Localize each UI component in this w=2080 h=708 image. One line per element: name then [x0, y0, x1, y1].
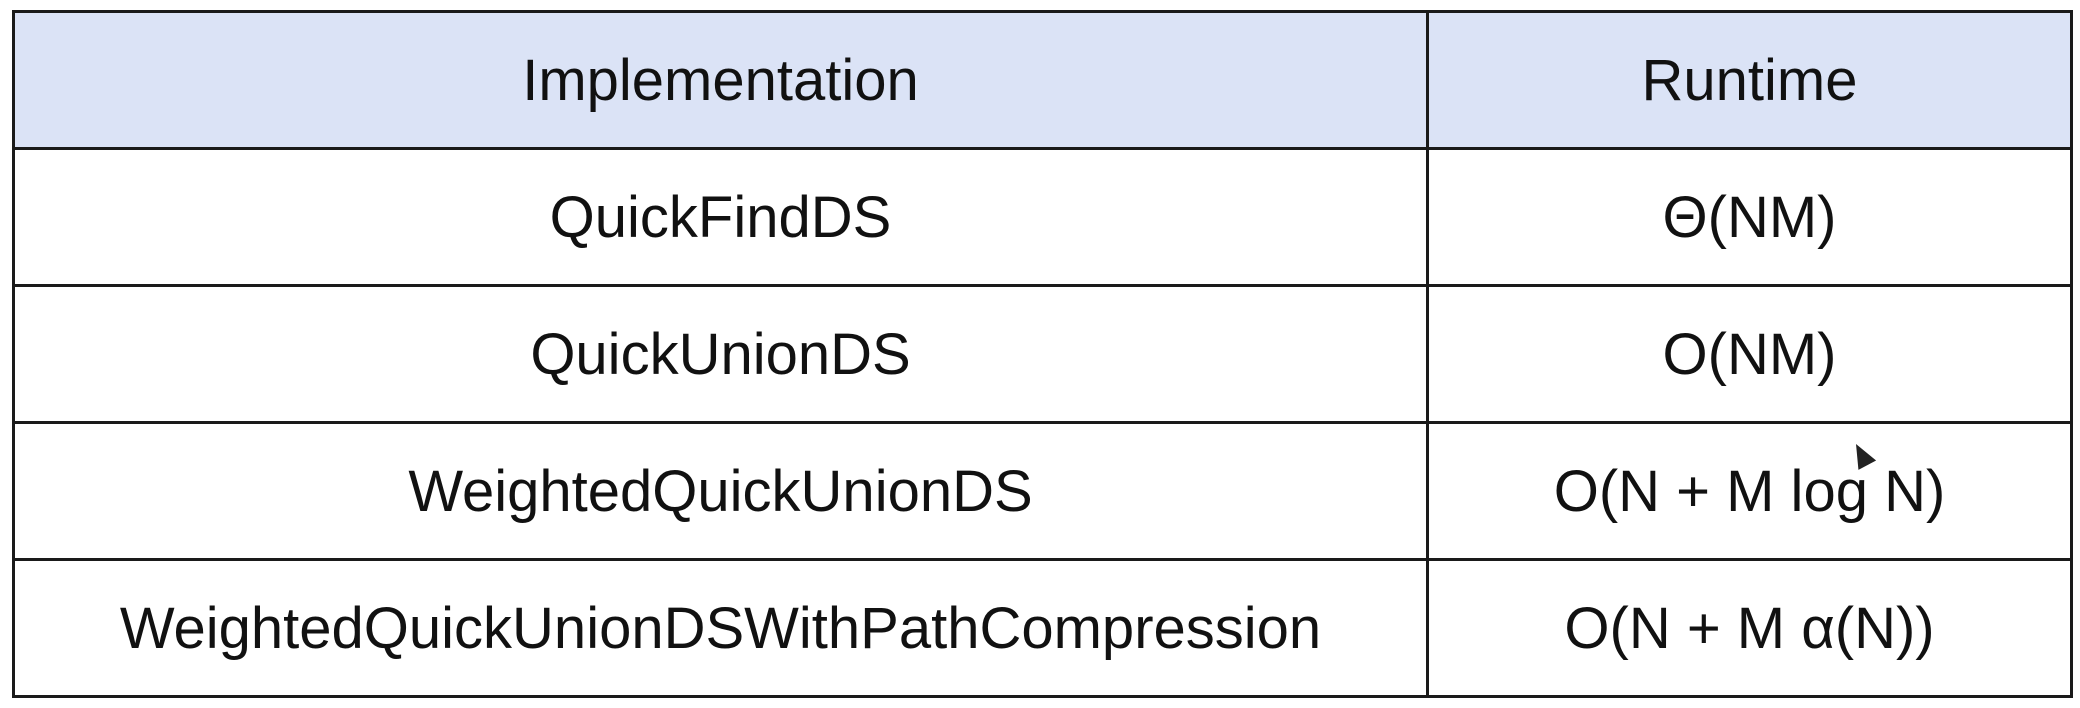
runtime-cell: O(N + M log N) — [1426, 421, 2073, 561]
table-row: QuickFindDS Θ(NM) — [12, 147, 2073, 287]
header-runtime: Runtime — [1426, 10, 2073, 150]
runtime-comparison-table: Implementation Runtime QuickFindDS Θ(NM)… — [12, 10, 2073, 698]
implementation-cell: WeightedQuickUnionDS — [12, 421, 1429, 561]
table-row: WeightedQuickUnionDSWithPathCompression … — [12, 558, 2073, 698]
header-row: Implementation Runtime — [12, 10, 2073, 150]
table-body: QuickFindDS Θ(NM) QuickUnionDS O(NM) Wei… — [12, 147, 2073, 698]
implementation-cell: WeightedQuickUnionDSWithPathCompression — [12, 558, 1429, 698]
runtime-cell: O(NM) — [1426, 284, 2073, 424]
table-row: QuickUnionDS O(NM) — [12, 284, 2073, 424]
table-row: WeightedQuickUnionDS O(N + M log N) — [12, 421, 2073, 561]
header-implementation: Implementation — [12, 10, 1429, 150]
runtime-cell: O(N + M α(N)) — [1426, 558, 2073, 698]
implementation-cell: QuickUnionDS — [12, 284, 1429, 424]
table-header: Implementation Runtime — [12, 10, 2073, 150]
implementation-cell: QuickFindDS — [12, 147, 1429, 287]
runtime-cell: Θ(NM) — [1426, 147, 2073, 287]
runtime-comparison-table-wrapper: Implementation Runtime QuickFindDS Θ(NM)… — [12, 10, 2073, 698]
